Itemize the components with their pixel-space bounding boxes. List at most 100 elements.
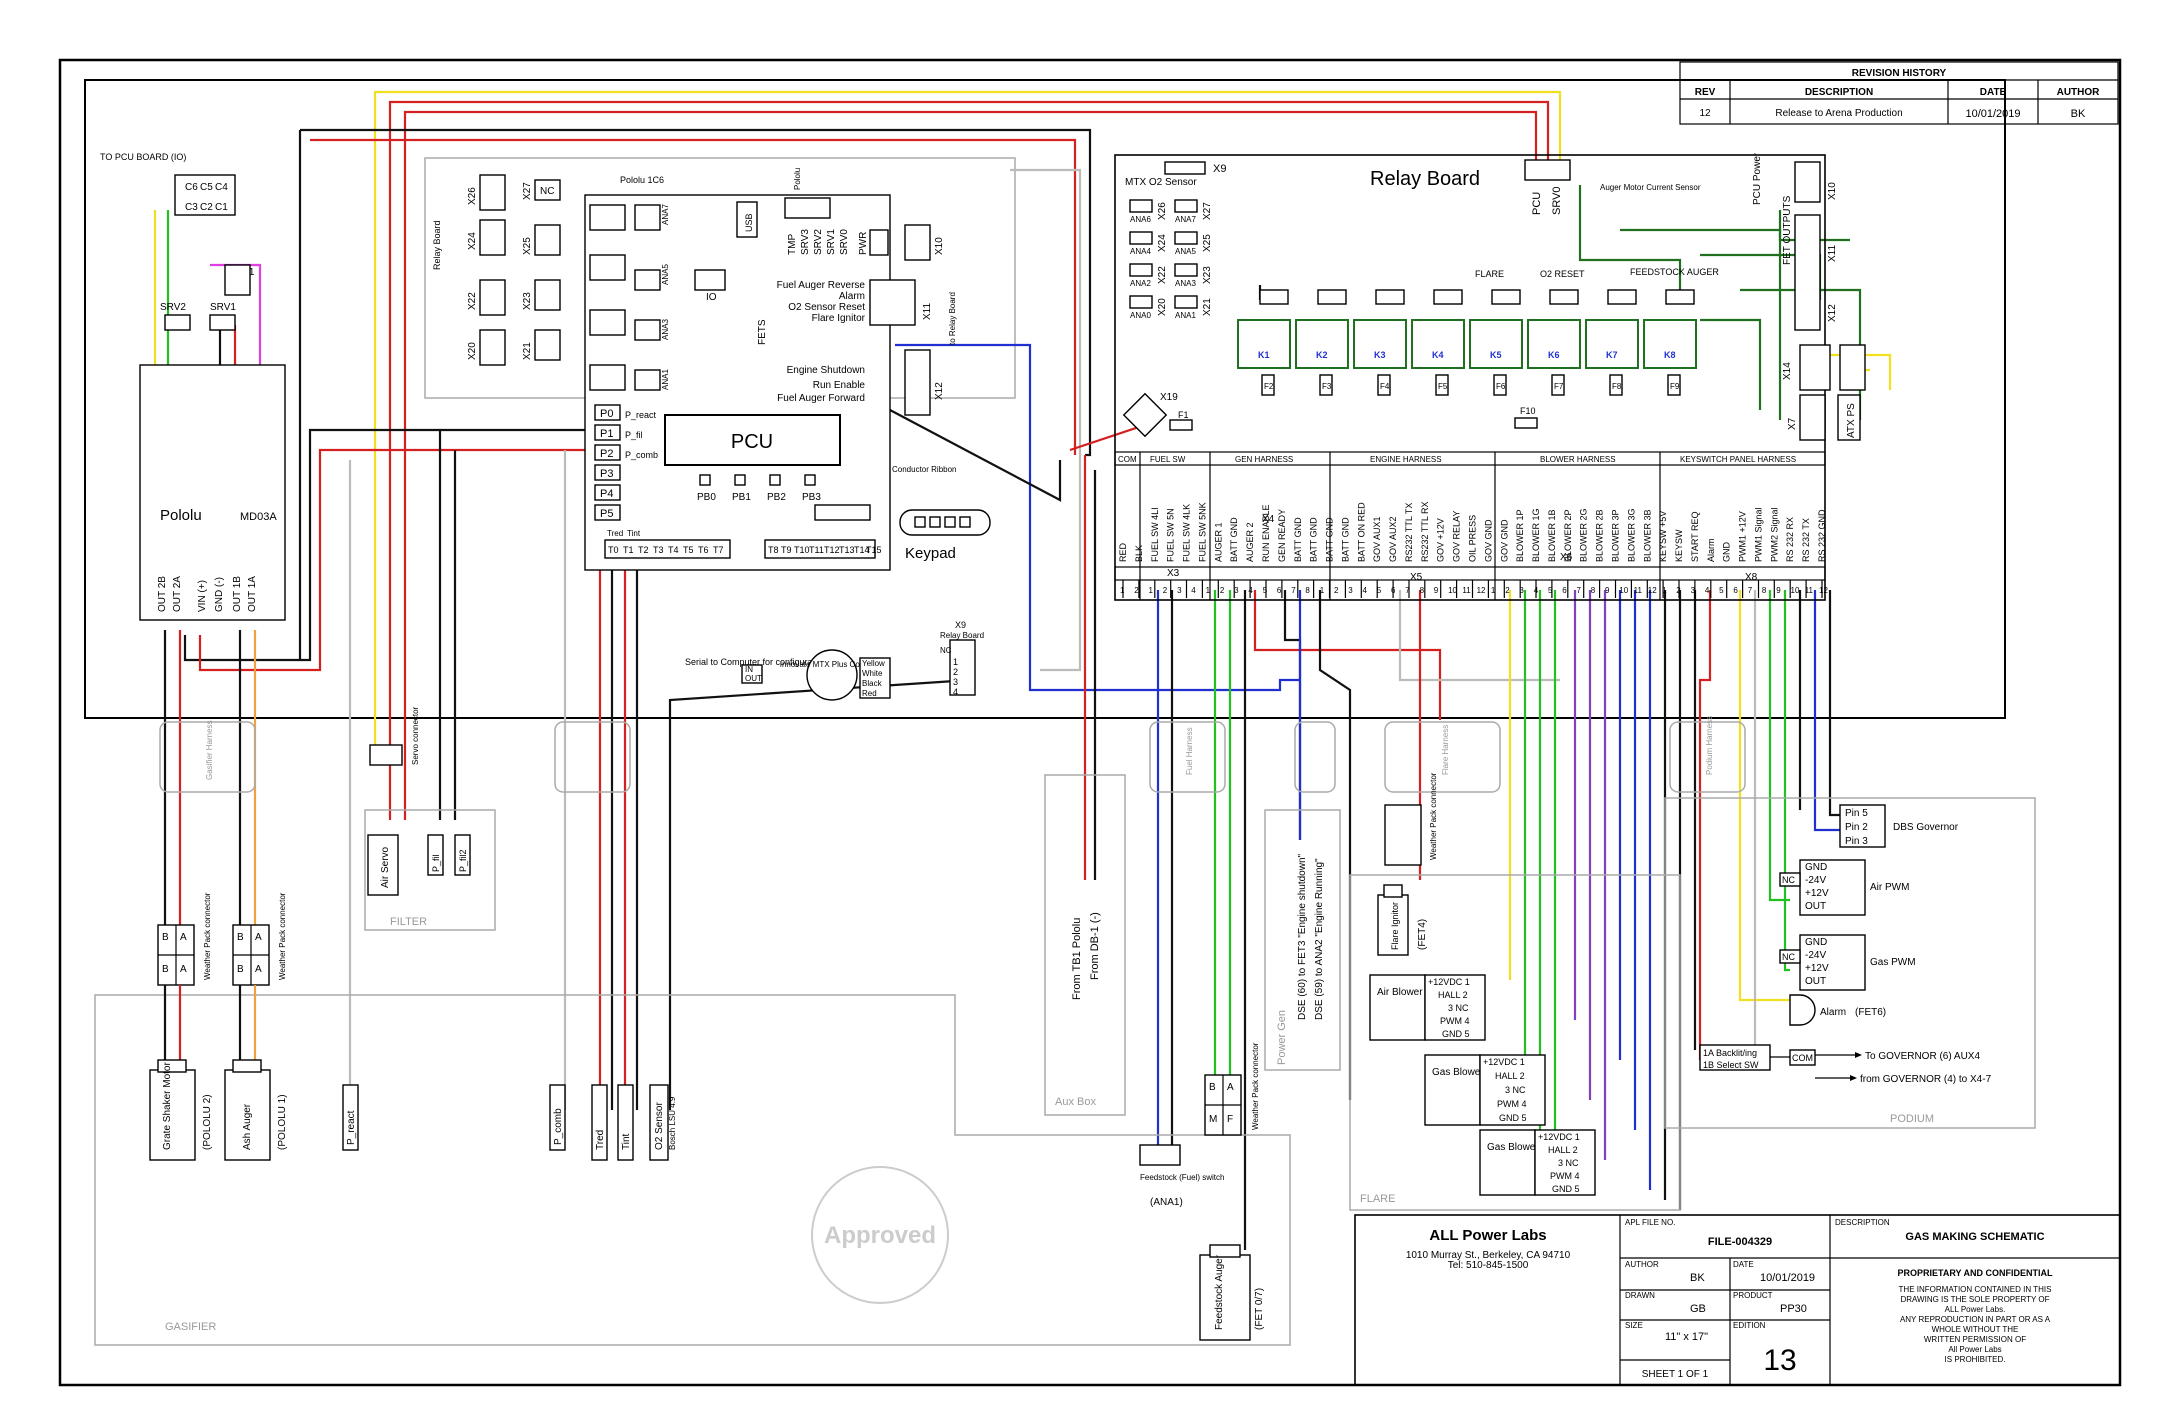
mtx-sensor-label: MTX O2 Sensor [1125, 177, 1197, 188]
blower-air-name: Air Blower [1377, 987, 1423, 998]
terminal-number: 5 [1377, 586, 1382, 595]
harness-gen: GEN HARNESS [1235, 455, 1293, 464]
terminal-label: BLOWER 2G [1579, 508, 1589, 562]
harness-blower: BLOWER HARNESS [1540, 455, 1616, 464]
terminal-number: 9 [1434, 586, 1439, 595]
pcu-fets: FETS [757, 319, 768, 345]
pcu-x22: X22 [467, 292, 478, 310]
t0: T0 [608, 545, 619, 555]
terminal-label: RS 232 TX [1801, 518, 1811, 562]
relay-feedstock-label: FEEDSTOCK AUGER [1630, 267, 1719, 277]
to-governor: To GOVERNOR (6) AUX4 [1865, 1051, 1980, 1062]
pcu-p2: P2 [600, 448, 613, 460]
pololu-c6: C6 [185, 182, 198, 193]
pcu-ana3: ANA3 [661, 319, 670, 340]
t4: T4 [668, 545, 679, 555]
pcu-srv2: SRV2 [813, 229, 824, 255]
from-db1-label: From DB-1 (-) [1089, 912, 1101, 980]
terminal-number: 3 [1348, 586, 1353, 595]
terminal-number: 12 [1477, 586, 1486, 595]
srv1-label: SRV1 [210, 302, 236, 313]
terminal-number: 8 [1305, 586, 1310, 595]
tint-device: Tint [621, 1133, 632, 1150]
mtx-x9: X9 [955, 620, 966, 630]
blowers: Air Blower +12VDC 1 HALL 2 3 NC PWM 4 GN… [1369, 974, 1596, 1196]
relay-k4: K4 [1432, 350, 1444, 360]
pololu-out-2b: OUT 2B [157, 576, 168, 612]
relay-x25: X25 [1202, 234, 1213, 252]
air-pwm-out: OUT [1805, 901, 1826, 912]
terminal-label: BLOWER 3P [1611, 509, 1621, 562]
fuel-bmfa-a: A [1227, 1082, 1234, 1093]
gas-pwm-nc: NC [1782, 952, 1795, 962]
pololu-model: MD03A [240, 511, 277, 523]
mtx-pin-3: 3 [953, 677, 958, 687]
description-value: Release to Arena Production [1775, 108, 1902, 119]
relay-f10: F10 [1520, 406, 1536, 416]
fet-run-enable: Run Enable [813, 380, 866, 391]
author-value: BK [2071, 108, 2086, 120]
terminal-number: 11 [1462, 586, 1471, 595]
air-pwm-nc: NC [1782, 875, 1795, 885]
relay-ana3: ANA3 [1175, 279, 1196, 288]
p-fil-label: P_fil [625, 430, 643, 440]
air-servo-label: Air Servo [380, 846, 391, 888]
relay-x3: X3 [1167, 568, 1180, 579]
gas-pwm-24: -24V [1805, 950, 1826, 961]
ash-auger-sub: (POLOLU 1) [277, 1094, 288, 1150]
drawn-label: DRAWN [1625, 1291, 1655, 1300]
blower-gas1-pin4: PWM 4 [1497, 1099, 1527, 1109]
terminal-label: GOV AUX2 [1388, 516, 1398, 562]
relay-x9: X9 [1213, 163, 1226, 175]
pcu-title: PCU [731, 431, 773, 453]
terminal-number: 1 [1491, 586, 1496, 595]
podium-com: COM [1792, 1053, 1813, 1063]
aux-box-label: Aux Box [1055, 1096, 1096, 1108]
mtx-red: Red [862, 689, 877, 698]
description-header: DESCRIPTION [1805, 87, 1873, 98]
keypad-label: Keypad [905, 545, 956, 562]
relay-x19: X19 [1160, 392, 1178, 403]
harness-keyswitch: KEYSWITCH PANEL HARNESS [1680, 455, 1796, 464]
legal-line-8: IS PROHIBITED. [1945, 1355, 2006, 1364]
t11: T11 [809, 545, 824, 555]
t8: T8 [768, 545, 779, 555]
terminal-number: 6 [1391, 586, 1396, 595]
terminal-number: 2 [1676, 586, 1681, 595]
bmfa-2-b: B [237, 932, 244, 943]
terminal-label: RS 232 GND [1817, 509, 1827, 562]
pololu-vin: VIN (+) [197, 580, 208, 612]
harness-engine: ENGINE HARNESS [1370, 455, 1442, 464]
harness-connectors: Gasifier Harness Fuel Harness Flare Harn… [159, 716, 1746, 793]
bmfa-1-a: A [180, 932, 187, 943]
terminal-number: 3 [1177, 586, 1182, 595]
blower-air-pin5: GND 5 [1442, 1029, 1470, 1039]
ash-auger-label: Ash Auger [242, 1103, 253, 1150]
fuel-bmfa-b: B [1209, 1082, 1216, 1093]
relay-ana1: ANA1 [1175, 311, 1196, 320]
t5: T5 [683, 545, 694, 555]
pcu-usb: USB [744, 213, 754, 232]
t-tint: Tint [627, 529, 641, 538]
blower-gas2-name: Gas Blower 2 [1487, 1142, 1547, 1153]
pcu-ana1: ANA1 [661, 369, 670, 390]
relay-x24: X24 [1157, 234, 1168, 252]
pololu-name: Pololu [160, 507, 202, 524]
mtx-pin-4: 4 [953, 687, 958, 697]
terminal-label: GOV RELAY [1452, 511, 1462, 562]
air-pwm-gnd: GND [1805, 862, 1827, 873]
harness-com: COM [1118, 455, 1137, 464]
terminal-number: 1 [1120, 586, 1125, 595]
pb3: PB3 [802, 492, 821, 503]
podium-harness-label: Podium Harness [1705, 716, 1714, 775]
approved-stamp [811, 1166, 949, 1304]
relay-ana4: ANA4 [1130, 247, 1151, 256]
mtx-pin-nc: NC [940, 646, 952, 655]
revision-history: REVISION HISTORY REV DESCRIPTION DATE AU… [1679, 61, 2119, 125]
fet-engine-shutdown: Engine Shutdown [787, 365, 865, 376]
terminal-label: BATT ON RED [1356, 502, 1366, 562]
terminal-number: 11 [1634, 586, 1643, 595]
mtx-black: Black [862, 679, 883, 688]
file-label: APL FILE NO. [1625, 1218, 1675, 1227]
